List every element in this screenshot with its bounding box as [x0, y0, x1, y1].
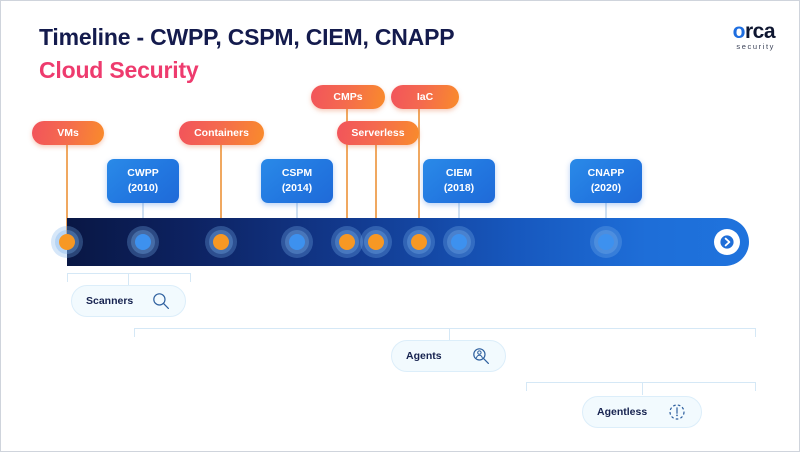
tech-pill-containers[interactable]: Containers [179, 121, 264, 145]
logo-accent-letter: o [732, 20, 746, 43]
timeline-dot-blue[interactable] [281, 226, 313, 258]
category-pill-agentless[interactable]: Agentless [582, 396, 702, 428]
logo-wordmark: orca [732, 20, 776, 43]
connector-line-serverless [375, 145, 377, 242]
category-label: Scanners [86, 295, 134, 307]
category-label: Agents [406, 350, 442, 362]
tech-pill-label: Containers [194, 127, 249, 139]
milestone-name: CNAPP [587, 166, 625, 179]
milestone-year: (2014) [281, 182, 313, 194]
dot-core [289, 234, 305, 250]
category-label: Agentless [597, 406, 648, 418]
bracket-stem [642, 382, 644, 395]
dot-core [451, 234, 467, 250]
milestone-box-cspm[interactable]: CSPM (2014) [261, 159, 333, 203]
dot-core [598, 234, 614, 250]
orca-security-logo: orca security [732, 20, 776, 51]
milestone-year: (2010) [127, 182, 159, 194]
bracket-line [526, 382, 756, 384]
milestone-name: CWPP [127, 166, 159, 179]
milestone-box-cwpp[interactable]: CWPP (2010) [107, 159, 179, 203]
tech-pill-serverless[interactable]: Serverless [337, 121, 419, 145]
timeline-dot-orange[interactable] [205, 226, 237, 258]
milestone-name: CIEM [445, 166, 473, 179]
timeline-dot-blue[interactable] [443, 226, 475, 258]
magnifier-agent-icon [453, 346, 491, 366]
timeline-bar [67, 218, 749, 266]
logo-subtitle: security [736, 42, 775, 51]
bracket-line [134, 328, 756, 330]
timeline-dot-orange[interactable] [360, 226, 392, 258]
connector-line-containers [220, 145, 222, 242]
page-title: Timeline - CWPP, CSPM, CIEM, CNAPP Cloud… [39, 23, 455, 85]
agentless-dashed-icon [649, 402, 687, 422]
dot-core [339, 234, 355, 250]
milestone-box-ciem[interactable]: CIEM (2018) [423, 159, 495, 203]
logo-rest: rca [744, 20, 776, 43]
dot-core [213, 234, 229, 250]
tech-pill-label: IaC [416, 91, 434, 103]
tech-pill-label: CMPs [333, 91, 363, 103]
bracket-stem [449, 328, 451, 341]
magnifier-icon [133, 291, 171, 311]
bracket-left-cap [526, 382, 528, 391]
category-pill-agents[interactable]: Agents [391, 340, 506, 372]
milestone-box-cnapp[interactable]: CNAPP (2020) [570, 159, 642, 203]
timeline-dot-blue[interactable] [590, 226, 622, 258]
bracket-right-cap [189, 273, 191, 282]
connector-line-vms [66, 145, 68, 242]
bracket-right-cap [754, 382, 756, 391]
timeline-dot-orange[interactable] [331, 226, 363, 258]
tech-pill-label: Serverless [351, 127, 405, 139]
tech-pill-vms[interactable]: VMs [32, 121, 104, 145]
dot-core [411, 234, 427, 250]
chevron-right-icon[interactable] [714, 229, 740, 255]
bracket-right-cap [754, 328, 756, 337]
title-main: Timeline - CWPP, CSPM, CIEM, CNAPP [39, 24, 455, 50]
title-subtitle: Cloud Security [39, 56, 199, 83]
dot-core [59, 234, 75, 250]
timeline-dot-blue[interactable] [127, 226, 159, 258]
timeline-dot-orange[interactable] [51, 226, 83, 258]
tech-pill-iac[interactable]: IaC [391, 85, 459, 109]
milestone-name: CSPM [281, 166, 313, 179]
connector-line-cmps [346, 109, 348, 242]
category-pill-scanners[interactable]: Scanners [71, 285, 186, 317]
bracket-agentless [526, 382, 756, 396]
tech-pill-cmps[interactable]: CMPs [311, 85, 385, 109]
bracket-agents [134, 328, 756, 342]
dot-core [135, 234, 151, 250]
tech-pill-label: VMs [57, 127, 79, 139]
connector-line-iac [418, 109, 420, 242]
milestone-year: (2018) [443, 182, 475, 194]
bracket-left-cap [134, 328, 136, 337]
bracket-stem [128, 273, 130, 286]
bracket-left-cap [67, 273, 69, 282]
timeline-dot-orange[interactable] [403, 226, 435, 258]
milestone-year: (2020) [590, 182, 622, 194]
bracket-scanners [67, 273, 191, 287]
dot-core [368, 234, 384, 250]
